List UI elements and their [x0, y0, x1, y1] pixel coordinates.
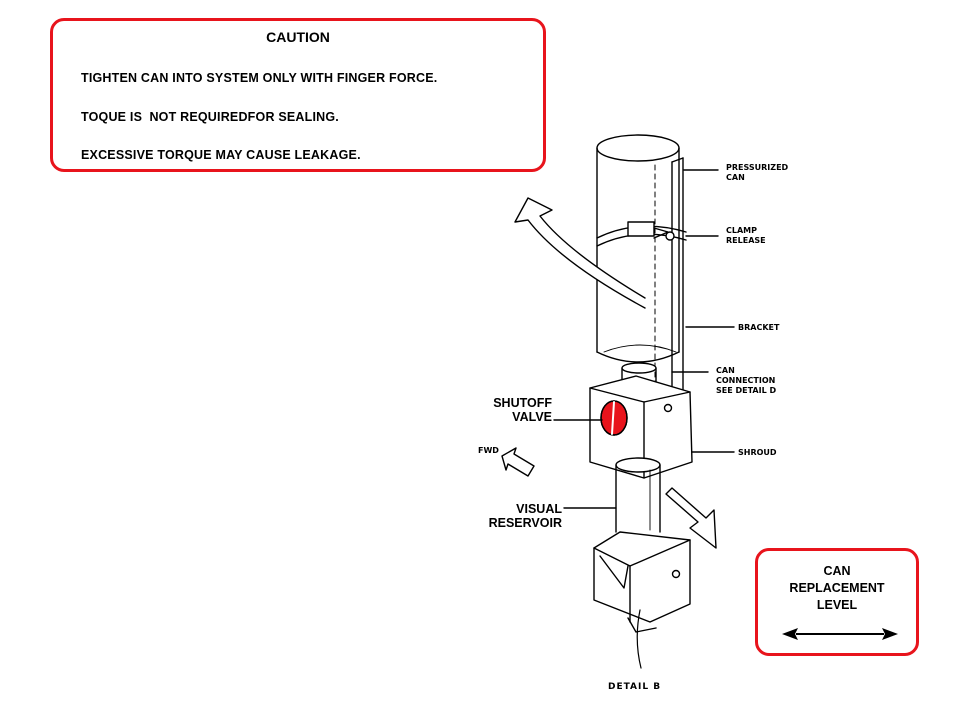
caution-title: CAUTION	[266, 29, 330, 45]
caution-box: CAUTION TIGHTEN CAN INTO SYSTEM ONLY WIT…	[50, 18, 546, 172]
clamp-release-label: CLAMP RELEASE	[726, 226, 766, 245]
shroud	[589, 375, 693, 479]
fwd-label: FWD	[478, 446, 499, 455]
fwd-arrow	[501, 447, 535, 477]
detail-label: DETAIL B	[608, 682, 662, 692]
pressurized-can	[596, 134, 680, 363]
replacement-level-box: CAN REPLACEMENT LEVEL	[755, 548, 919, 656]
caution-line: TOQUE IS NOT REQUIREDFOR SEALING.	[81, 110, 339, 124]
visual-reservoir-label: VISUAL RESERVOIR	[488, 502, 562, 530]
visual-reservoir	[615, 457, 661, 533]
lower-block	[593, 531, 691, 633]
can-connection-label: CAN CONNECTION SEE DETAIL D	[716, 366, 777, 395]
shutoff-valve-label: SHUTOFF VALVE	[493, 396, 552, 424]
bracket	[671, 157, 684, 393]
replacement-level-title: CAN REPLACEMENT LEVEL	[789, 564, 885, 612]
double-arrow-icon	[782, 628, 898, 640]
pressurized-can-label: PRESSURIZED CAN	[726, 163, 789, 182]
caution-line: TIGHTEN CAN INTO SYSTEM ONLY WITH FINGER…	[81, 71, 438, 85]
flow-arrow	[665, 487, 717, 549]
removal-arrow	[514, 197, 646, 309]
bracket-label: BRACKET	[738, 323, 780, 332]
clamp	[596, 221, 687, 247]
shroud-label: SHROUD	[738, 448, 777, 457]
caution-line: EXCESSIVE TORQUE MAY CAUSE LEAKAGE.	[81, 148, 361, 162]
